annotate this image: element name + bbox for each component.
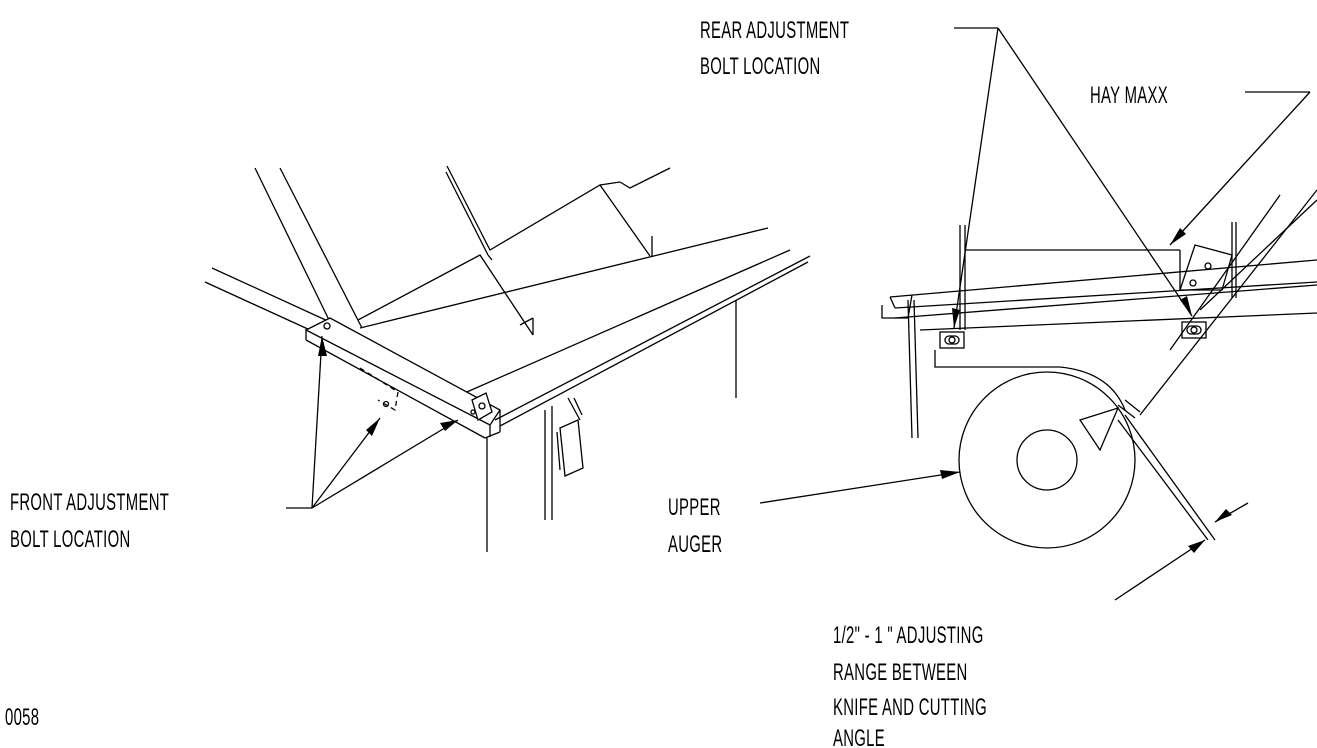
- front-adjustment-label: FRONT ADJUSTMENT BOLT LOCATION: [10, 490, 169, 553]
- svg-text:RANGE BETWEEN: RANGE BETWEEN: [833, 660, 968, 686]
- svg-text:REAR ADJUSTMENT: REAR ADJUSTMENT: [700, 18, 849, 44]
- svg-text:BOLT LOCATION: BOLT LOCATION: [700, 54, 821, 80]
- adjusting-range-dimension: [1114, 502, 1249, 601]
- svg-text:0058: 0058: [5, 705, 39, 731]
- svg-text:UPPER: UPPER: [668, 495, 721, 521]
- hay-maxx-label: HAY MAXX: [1090, 83, 1168, 109]
- svg-text:ANGLE: ANGLE: [833, 726, 885, 748]
- svg-text:1/2" - 1 " ADJUSTING: 1/2" - 1 " ADJUSTING: [833, 623, 984, 649]
- upper-auger-label: UPPER AUGER: [668, 495, 722, 558]
- svg-text:BOLT LOCATION: BOLT LOCATION: [10, 527, 131, 553]
- svg-text:HAY MAXX: HAY MAXX: [1090, 83, 1168, 109]
- upper-auger-leader: [759, 470, 961, 504]
- hay-maxx-leader: [1169, 91, 1311, 246]
- front-adjustment-leaders: [286, 335, 459, 509]
- figure-number: 0058: [5, 705, 39, 731]
- front-assembly-view: [204, 165, 811, 552]
- side-auger-view: [881, 189, 1317, 549]
- svg-text:FRONT ADJUSTMENT: FRONT ADJUSTMENT: [10, 490, 169, 516]
- svg-text:KNIFE AND CUTTING: KNIFE AND CUTTING: [833, 695, 987, 721]
- rear-adjustment-label: REAR ADJUSTMENT BOLT LOCATION: [700, 18, 849, 80]
- rear-adjustment-leaders: [952, 27, 1193, 329]
- svg-text:AUGER: AUGER: [668, 532, 722, 558]
- adjusting-range-label: 1/2" - 1 " ADJUSTING RANGE BETWEEN KNIFE…: [833, 623, 987, 748]
